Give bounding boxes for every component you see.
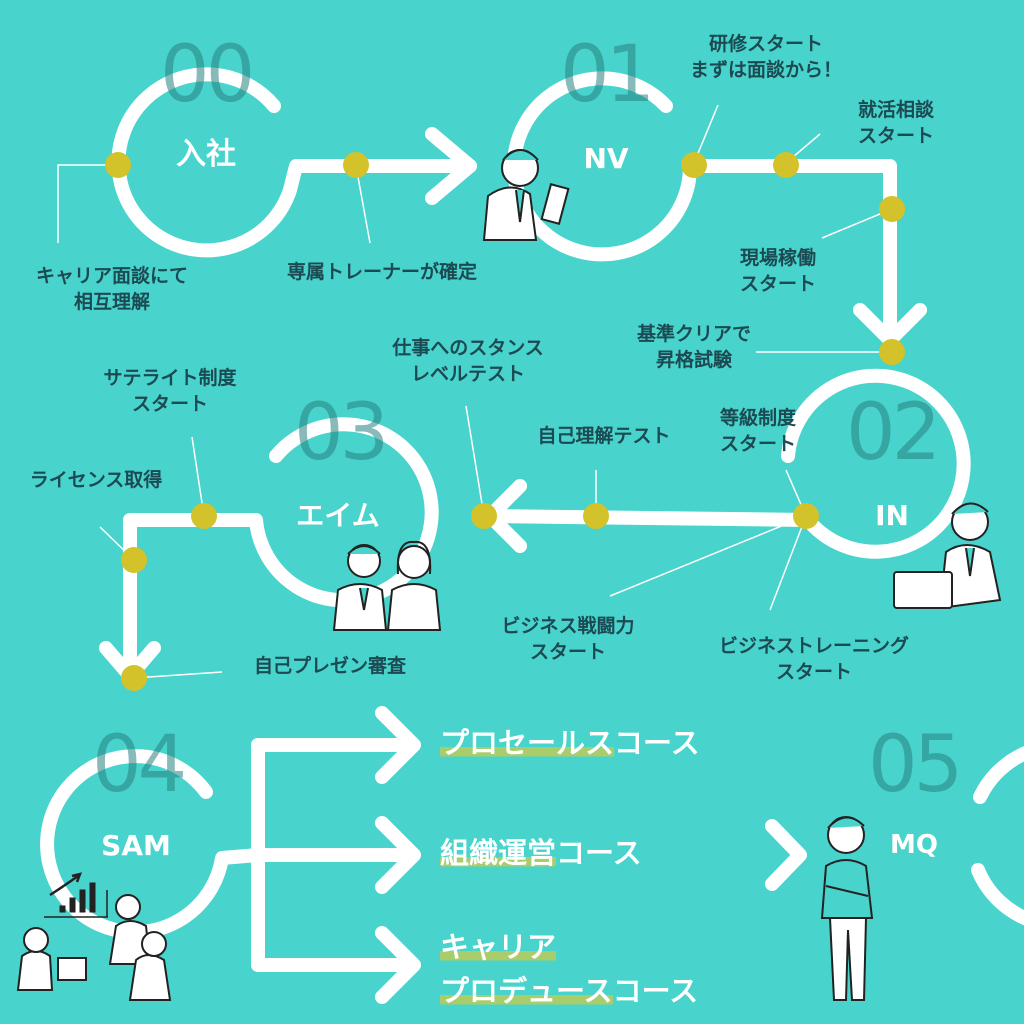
milestone-dot	[793, 503, 819, 529]
arrow-icon	[375, 816, 421, 894]
milestone-dot	[105, 152, 131, 178]
stage-number: 02	[846, 388, 941, 478]
milestone-dot	[121, 665, 147, 691]
stage-name: 入社	[176, 137, 236, 172]
stage-name: NV	[583, 142, 629, 175]
stage-name: エイム	[296, 499, 380, 532]
milestone-label-self-understanding: 自己理解テスト	[537, 425, 671, 447]
stage-number: 01	[560, 30, 655, 120]
milestone-dot	[471, 503, 497, 529]
milestone-label-satellite: サテライト制度 スタート	[103, 367, 237, 415]
stage-number: 00	[160, 30, 255, 120]
course-career-produce: キャリア プロデュースコース	[440, 930, 699, 1008]
milestone-label-field-work: 現場稼働 スタート	[739, 247, 817, 295]
stage-00-arc	[111, 67, 477, 258]
milestone-dot	[879, 339, 905, 365]
milestone-label-business-training: ビジネストレーニング スタート	[718, 635, 910, 683]
bar-chart-icon	[44, 872, 108, 918]
stage-name: SAM	[101, 829, 171, 862]
arrow-icon	[375, 706, 421, 784]
stage-02-arc	[483, 368, 971, 559]
arrow-icon	[425, 127, 477, 205]
stage-04-arc	[40, 749, 417, 940]
milestone-dot	[121, 547, 147, 573]
stage-number: 04	[92, 720, 187, 810]
milestone-dot	[583, 503, 609, 529]
stage-number: 05	[868, 720, 963, 810]
milestone-label-business-combat: ビジネス戦闘力 スタート	[501, 615, 635, 663]
milestone-dot	[879, 196, 905, 222]
stage-name: MQ	[890, 830, 938, 860]
stage-number: 03	[294, 388, 389, 478]
milestone-label-grade-system: 等級制度 スタート	[719, 407, 797, 455]
arrow-icon	[375, 926, 421, 1004]
milestone-label-trainer: 専属トレーナーが確定	[286, 261, 478, 283]
milestone-label-promotion-exam: 基準クリアで 昇格試験	[636, 323, 752, 371]
milestone-label-job-hunting: 就活相談 スタート	[857, 99, 935, 147]
stage-05-arc	[971, 746, 1024, 926]
milestone-label-career-interview: キャリア面談にて 相互理解	[35, 265, 189, 313]
milestone-label-self-presentation: 自己プレゼン審査	[253, 655, 407, 677]
milestone-label-stance-test: 仕事へのスタンス レベルテスト	[392, 337, 544, 385]
milestone-label-training: 研修スタート まずは面談から！	[689, 33, 843, 81]
course-organization: 組織運営コース	[440, 836, 642, 870]
milestone-dot	[681, 152, 707, 178]
milestone-dot	[343, 152, 369, 178]
stage-03-arc	[123, 417, 439, 683]
course-pro-sales: プロセールスコース	[440, 726, 700, 760]
milestone-label-license: ライセンス取得	[29, 469, 163, 491]
stage-name: IN	[875, 499, 909, 532]
chevron-icon	[765, 819, 807, 891]
person-illustration	[16, 149, 1002, 1001]
milestone-dot	[773, 152, 799, 178]
milestone-dot	[191, 503, 217, 529]
